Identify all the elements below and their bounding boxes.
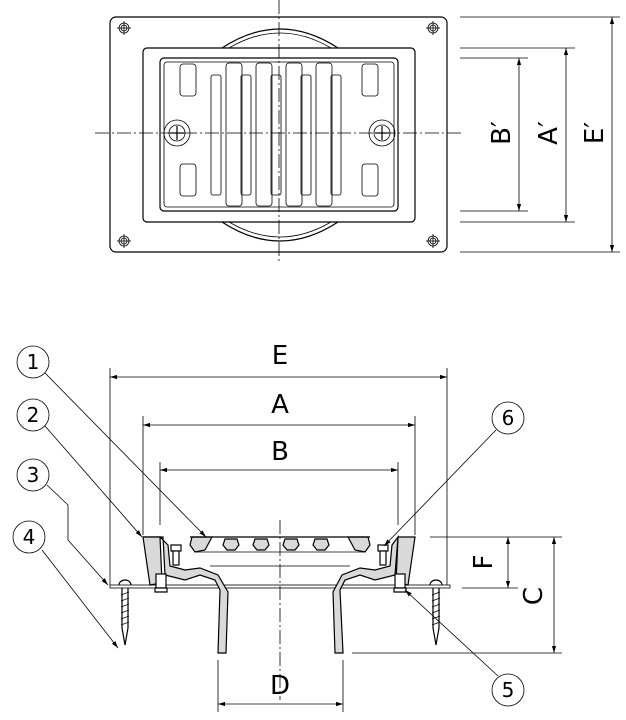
svg-text:6: 6	[502, 406, 515, 430]
top-view: B′ A′ E′	[95, 0, 620, 262]
callout-2: 2	[16, 398, 50, 432]
callout-5: 5	[491, 673, 525, 707]
fixing-screw-icon	[425, 20, 441, 36]
callout-3: 3	[16, 458, 50, 492]
fixing-screw-icon	[116, 20, 132, 36]
fixing-screw-icon	[116, 233, 132, 249]
svg-text:4: 4	[23, 525, 36, 549]
callout-4: 4	[12, 520, 46, 554]
base-plate	[109, 16, 448, 253]
dim-e-prime-label: E′	[580, 122, 610, 144]
body-section-left	[143, 536, 229, 654]
dim-b-label: B	[271, 437, 289, 467]
grate-slots	[179, 62, 379, 207]
svg-text:1: 1	[27, 350, 40, 374]
dim-c-label: C	[519, 587, 549, 605]
dim-e-label: E	[272, 341, 288, 371]
grate-bars	[222, 538, 330, 551]
dim-f-label: F	[469, 555, 499, 570]
svg-text:3: 3	[27, 463, 40, 487]
body-arc-top	[221, 28, 339, 49]
svg-text:5: 5	[502, 678, 515, 702]
wood-screw-icon	[429, 579, 443, 646]
callout-1: 1	[16, 345, 50, 379]
callout-6: 6	[491, 401, 525, 435]
section-view: E A B D F C 1 2 3 4 5 6	[12, 341, 562, 712]
body-section-right	[332, 534, 399, 654]
dim-b-prime-label: B′	[487, 121, 517, 145]
dim-a-label: A	[271, 390, 289, 420]
fixing-screw-icon	[425, 233, 441, 249]
wood-screw-icon	[118, 579, 132, 646]
body-arc-bottom	[221, 221, 339, 242]
svg-text:2: 2	[27, 403, 40, 427]
dim-a-prime-label: A′	[534, 121, 564, 145]
